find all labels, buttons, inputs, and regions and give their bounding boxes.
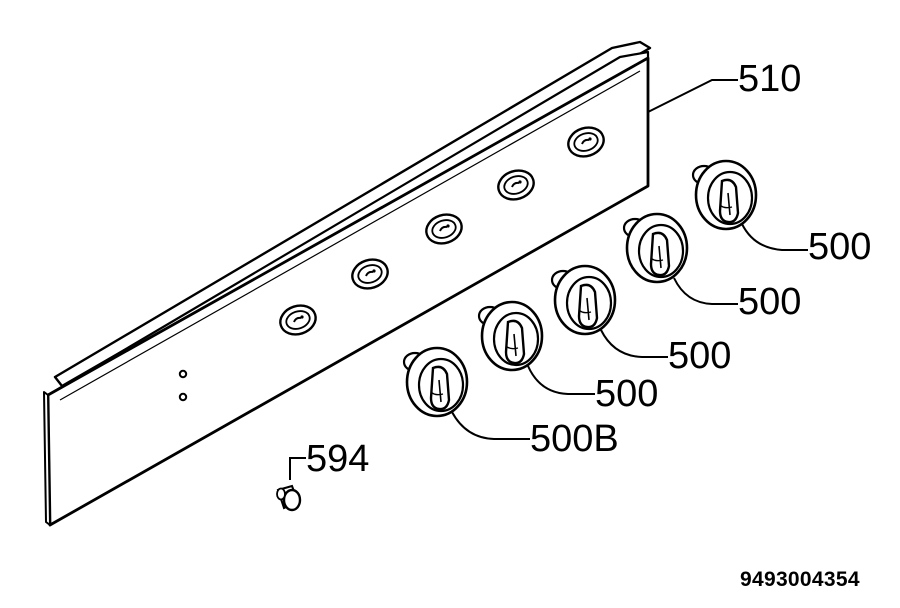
callout-500b: 500B	[530, 418, 619, 460]
screw	[276, 484, 302, 512]
callout-500: 500	[738, 281, 802, 323]
callout-500: 500	[668, 335, 732, 377]
control-knob	[477, 300, 544, 372]
knob-leader-lines	[451, 223, 808, 440]
indicator-marks	[178, 369, 188, 402]
control-knob	[402, 346, 469, 418]
control-panel	[43, 40, 652, 527]
callout-594: 594	[306, 438, 370, 480]
callout-500: 500	[595, 373, 659, 415]
callout-500: 500	[808, 226, 872, 268]
callout-510: 510	[738, 58, 802, 100]
control-knob	[622, 212, 689, 284]
leader-line-510	[647, 79, 738, 113]
control-knob	[691, 159, 758, 231]
leader-line-594	[289, 457, 306, 480]
control-knob	[550, 264, 617, 336]
drawing-number: 9493004354	[740, 568, 860, 591]
